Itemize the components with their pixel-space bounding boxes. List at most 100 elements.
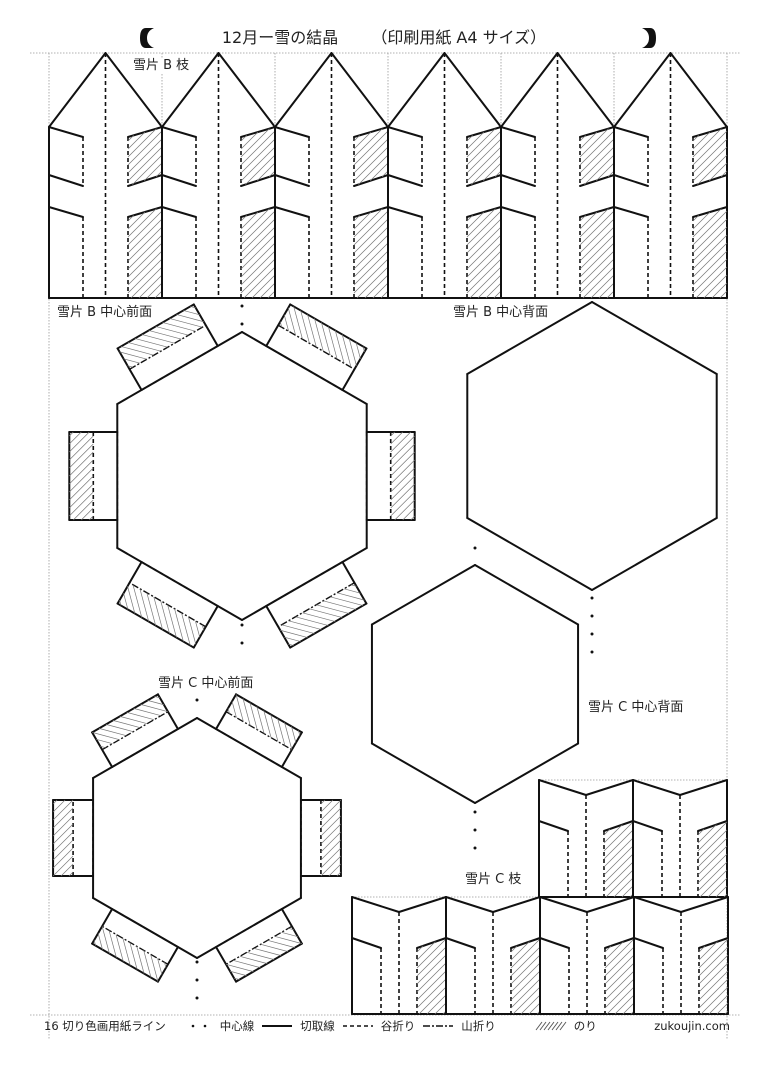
glue-hatch-line bbox=[132, 154, 163, 185]
glue-hatch-line bbox=[293, 306, 303, 340]
b-branch-unit bbox=[387, 52, 446, 128]
glue-hatch-line bbox=[240, 234, 276, 270]
center-line-dot bbox=[195, 996, 199, 1000]
glue-hatch-line bbox=[390, 451, 415, 477]
glue-hatch-line bbox=[416, 954, 447, 985]
glue-hatch-line bbox=[604, 946, 635, 977]
glue-hatch-line bbox=[579, 250, 615, 286]
glue-hatch-line bbox=[148, 330, 182, 340]
b-center-back-hexagon bbox=[466, 301, 593, 375]
label-b-center-back: 雪片 B 中心背面 bbox=[453, 305, 549, 321]
glue-hatch-line bbox=[240, 258, 276, 294]
glue-hatch-line bbox=[52, 799, 66, 813]
glue-hatch-line bbox=[127, 131, 146, 150]
c-branch-unit bbox=[632, 820, 663, 832]
glue-hatch-line bbox=[716, 1002, 729, 1015]
glue-hatch-line bbox=[73, 499, 94, 521]
glue-hatch-line bbox=[119, 716, 148, 725]
glue-hatch-line bbox=[190, 306, 196, 309]
glue-hatch-line bbox=[466, 146, 502, 182]
c-center-front-hexagon-glue-tab bbox=[235, 942, 303, 983]
glue-hatch-line bbox=[240, 146, 276, 182]
glue-hatch-line bbox=[316, 604, 350, 614]
glue-hatch-line bbox=[604, 970, 635, 1001]
glue-hatch-line bbox=[724, 1010, 729, 1015]
glue-hatch-line bbox=[231, 701, 237, 718]
b-branch-unit bbox=[161, 126, 197, 138]
glue-hatch-line bbox=[134, 338, 168, 348]
page-title: 12月ー雪の結晶 （印刷用紙 A4 サイズ） bbox=[0, 28, 768, 48]
glue-hatch-line bbox=[227, 708, 230, 714]
c-branch-unit bbox=[538, 779, 587, 796]
center-line-dot bbox=[240, 322, 244, 326]
glue-hatch-line bbox=[695, 266, 728, 299]
glue-hatch-line bbox=[410, 515, 415, 521]
glue-hatch-line bbox=[52, 831, 74, 853]
glue-hatch-line bbox=[698, 954, 729, 985]
center-line-dot bbox=[240, 641, 244, 645]
glue-hatch-line bbox=[510, 945, 518, 953]
glue-hatch-line bbox=[112, 720, 141, 729]
c-branch-unit bbox=[351, 896, 400, 913]
c-branch-unit bbox=[538, 820, 569, 832]
glue-hatch-line bbox=[277, 718, 286, 746]
b-branch-unit bbox=[613, 206, 649, 218]
glue-hatch-line bbox=[201, 624, 205, 631]
c-branch-unit bbox=[633, 896, 682, 913]
glue-hatch-line bbox=[52, 799, 58, 805]
glue-hatch-line bbox=[267, 939, 296, 948]
glue-hatch-line bbox=[174, 608, 184, 642]
glue-hatch-line bbox=[127, 128, 157, 158]
legend-center-line: 中心線 bbox=[219, 1019, 255, 1033]
glue-hatch-line bbox=[466, 208, 496, 238]
legend: 16 切り色画用紙ライン 中心線 切取線 谷折り 山折り のり zukoujin… bbox=[44, 1017, 730, 1035]
b-branch-unit bbox=[274, 126, 310, 138]
glue-hatch-line bbox=[240, 250, 276, 286]
glue-hatch-line bbox=[380, 290, 389, 299]
glue-hatch-line bbox=[288, 620, 322, 630]
glue-hatch-line bbox=[240, 218, 276, 254]
glue-hatch-line bbox=[127, 586, 136, 614]
glue-hatch-line bbox=[697, 828, 705, 836]
glue-hatch-line bbox=[240, 131, 259, 150]
glue-hatch-line bbox=[336, 871, 342, 877]
glue-hatch-line bbox=[604, 938, 635, 969]
glue-hatch-line bbox=[127, 208, 157, 238]
glue-hatch-line bbox=[692, 128, 722, 158]
glue-hatch-line bbox=[697, 829, 728, 860]
glue-hatch-line bbox=[229, 970, 247, 976]
glue-hatch-line bbox=[692, 138, 728, 174]
c-center-back-hexagon bbox=[370, 564, 476, 626]
glue-hatch-line bbox=[416, 938, 447, 969]
valley-fold-sample-icon bbox=[342, 1025, 373, 1027]
glue-hatch-line bbox=[466, 135, 473, 142]
glue-hatch-line bbox=[353, 210, 389, 246]
glue-hatch-line bbox=[146, 282, 163, 299]
glue-hatch-line bbox=[692, 130, 728, 166]
c-branch-unit bbox=[539, 937, 570, 949]
glue-hatch-line bbox=[162, 322, 196, 332]
glue-hatch-line bbox=[466, 210, 502, 246]
c-branch-unit bbox=[510, 937, 541, 949]
glue-hatch-line bbox=[353, 215, 360, 222]
label-c-center-back: 雪片 C 中心背面 bbox=[588, 700, 684, 716]
glue-hatch-line bbox=[520, 994, 541, 1015]
glue-hatch-line bbox=[127, 250, 163, 286]
glue-hatch-line bbox=[150, 954, 159, 982]
b-branch-unit bbox=[669, 52, 728, 128]
glue-hatch-line bbox=[692, 146, 728, 182]
glue-hatch-line bbox=[127, 210, 163, 246]
glue-hatch-line bbox=[100, 745, 106, 749]
glue-hatch-line bbox=[692, 258, 728, 294]
glue-hatch-line bbox=[471, 154, 502, 185]
glue-hatch-line bbox=[97, 933, 103, 950]
glue-hatch-line bbox=[52, 839, 74, 861]
glue-hatch-line bbox=[127, 365, 134, 368]
glue-hatch-line bbox=[698, 978, 729, 1009]
c-center-front-hexagon-glue-tab-mid-fold bbox=[101, 711, 169, 751]
b-branch-unit bbox=[613, 126, 649, 138]
glue-hatch-line bbox=[434, 1002, 447, 1015]
center-line-dot bbox=[473, 546, 477, 550]
glue-hatch-line bbox=[353, 138, 389, 174]
cut-line-sample-icon bbox=[262, 1025, 293, 1027]
